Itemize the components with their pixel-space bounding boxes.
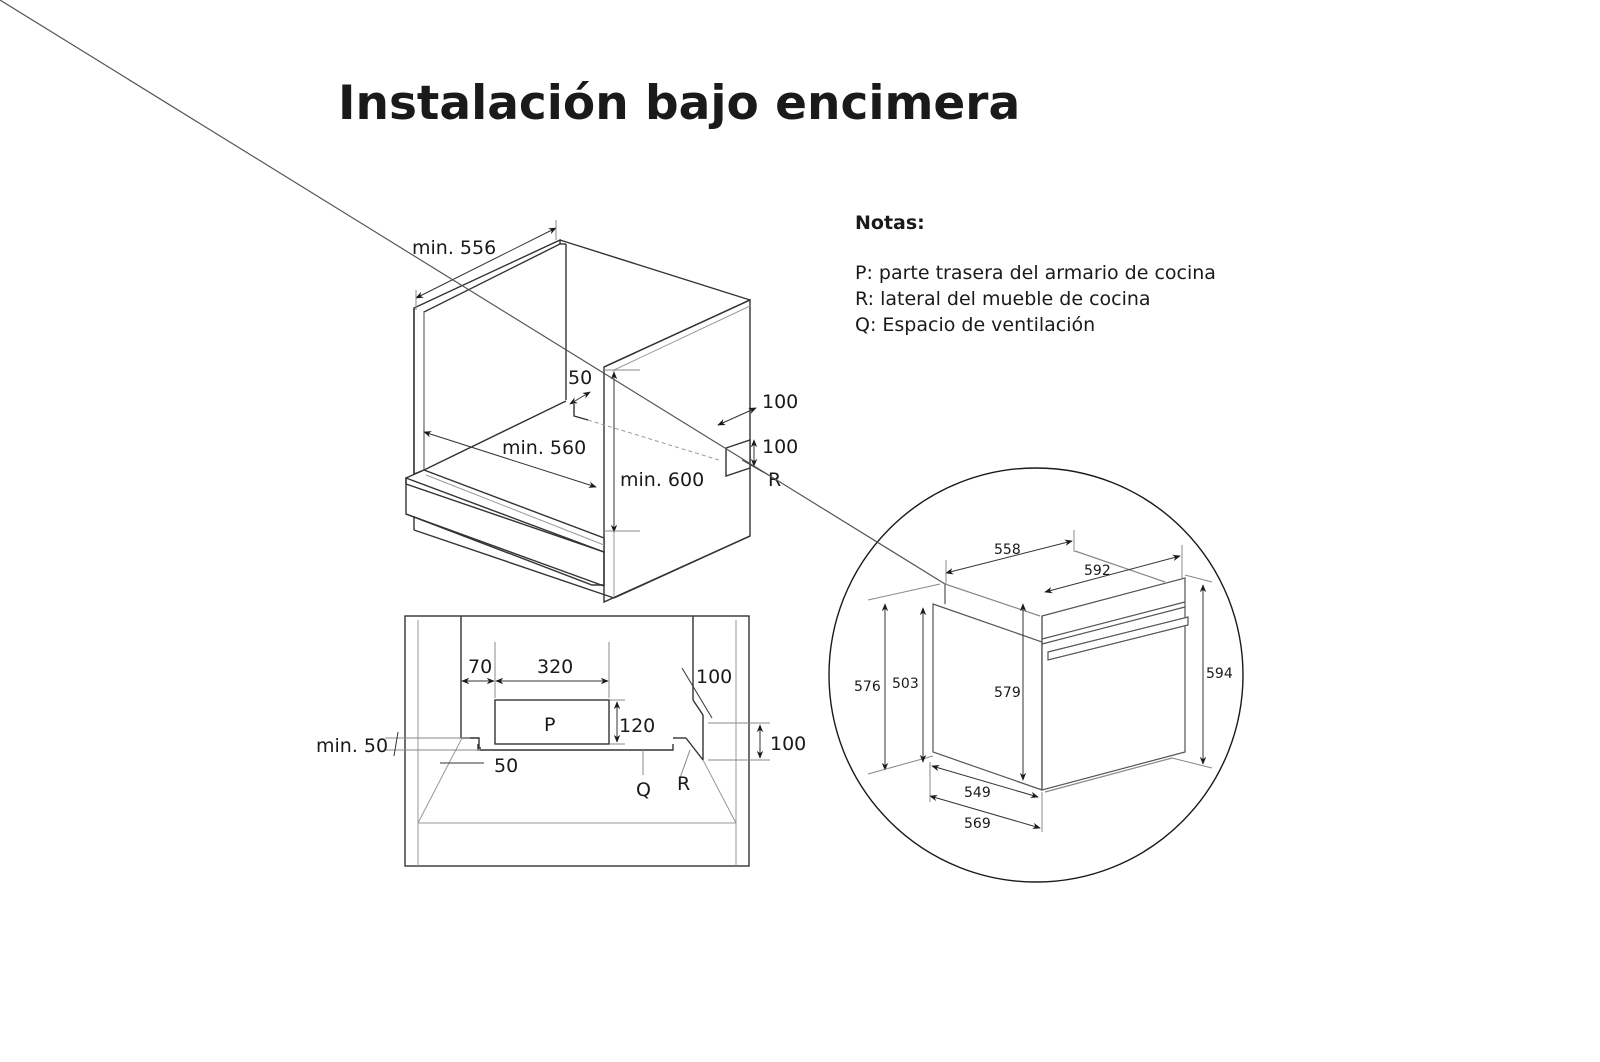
dim-594: 594 bbox=[1206, 666, 1233, 682]
dim-576: 576 bbox=[854, 679, 881, 695]
cabinet-isometric-dimensions bbox=[415, 220, 771, 533]
dim-min-556: min. 556 bbox=[412, 237, 496, 259]
cabinet-top-view-drawing bbox=[404, 615, 750, 867]
label-p: P bbox=[544, 714, 555, 736]
dim-min-560: min. 560 bbox=[502, 437, 586, 459]
oven-detail-circle bbox=[828, 467, 1244, 883]
cabinet-top-view-labels: 70 320 P 120 min. 50 50 100 100 Q R bbox=[316, 656, 806, 801]
label-q: Q bbox=[636, 779, 651, 801]
label-r-top: R bbox=[677, 773, 690, 795]
dim-min-50: min. 50 bbox=[316, 735, 388, 757]
dim-70: 70 bbox=[468, 656, 492, 678]
notes-heading: Notas: bbox=[855, 212, 925, 234]
dim-side-100-height: 100 bbox=[762, 436, 798, 458]
note-q: Q: Espacio de ventilación bbox=[855, 314, 1096, 336]
dim-320: 320 bbox=[537, 656, 573, 678]
dim-diag-100: 100 bbox=[696, 666, 732, 688]
dim-503: 503 bbox=[892, 676, 919, 692]
dim-rear-50: 50 bbox=[568, 367, 592, 389]
dim-120: 120 bbox=[619, 715, 655, 737]
dim-592: 592 bbox=[1084, 563, 1111, 579]
cabinet-top-view-dimensions bbox=[385, 642, 770, 779]
dim-569: 569 bbox=[964, 816, 991, 832]
note-r: R: lateral del mueble de cocina bbox=[855, 288, 1151, 310]
notes-panel: Notas: P: parte trasera del armario de c… bbox=[855, 212, 1216, 338]
dim-579: 579 bbox=[994, 685, 1021, 701]
oven-dimensions bbox=[867, 530, 1213, 832]
label-r-iso: R bbox=[768, 469, 781, 491]
oven-labels: 558 592 576 503 579 594 549 569 bbox=[854, 542, 1233, 832]
dim-side-100-width: 100 bbox=[762, 391, 798, 413]
note-p: P: parte trasera del armario de cocina bbox=[855, 262, 1216, 284]
dim-549: 549 bbox=[964, 785, 991, 801]
cabinet-isometric-labels: min. 556 min. 560 min. 600 50 100 100 R bbox=[412, 237, 798, 491]
oven-drawing bbox=[0, 0, 1189, 793]
page-title: Instalación bajo encimera bbox=[338, 76, 1021, 131]
cabinet-isometric-drawing bbox=[405, 238, 751, 604]
dim-558: 558 bbox=[994, 542, 1021, 558]
dim-right-100: 100 bbox=[770, 733, 806, 755]
dim-min-600: min. 600 bbox=[620, 469, 704, 491]
dim-rear-50-top: 50 bbox=[494, 755, 518, 777]
